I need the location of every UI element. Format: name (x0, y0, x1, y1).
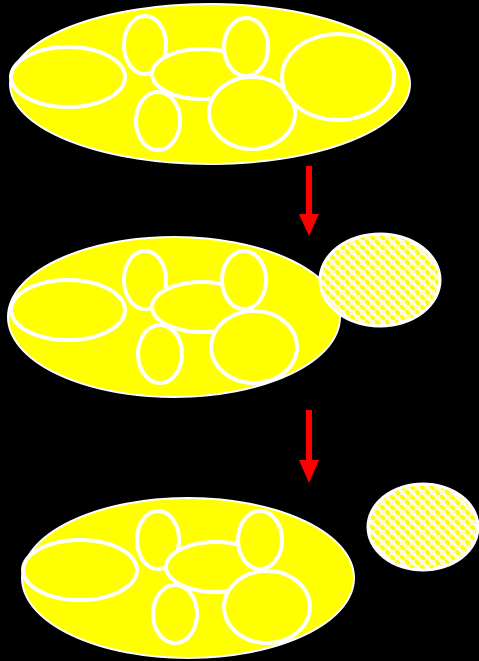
compartment-top-right (222, 251, 266, 309)
stage-3-parent-cell (22, 498, 354, 658)
compartment-left (11, 280, 125, 340)
stage-1-parent-cell (10, 4, 410, 164)
compartment-bottom-center (224, 571, 310, 643)
bud-detached (368, 484, 478, 570)
down-arrow-icon (299, 166, 319, 236)
compartment-right-large (282, 34, 394, 120)
stage-2-parent-cell (8, 237, 340, 397)
compartment-bottom-small (138, 325, 182, 383)
compartment-left (11, 47, 125, 107)
compartment-left (23, 540, 137, 600)
compartment-top-right (238, 511, 282, 569)
compartment-top-right (224, 18, 268, 76)
bud-attached (320, 234, 440, 326)
compartment-bottom-small (153, 585, 197, 643)
down-arrow-icon (299, 410, 319, 483)
compartment-bottom-small (136, 92, 180, 150)
compartment-bottom-center (211, 311, 297, 383)
